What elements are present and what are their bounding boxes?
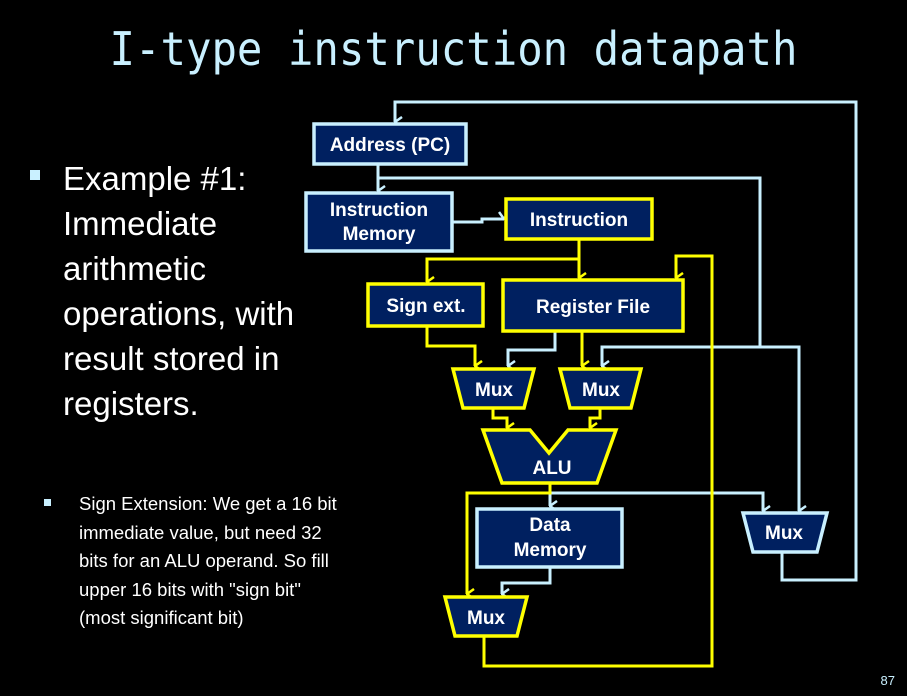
- wire-mux-a-to-alu: [491, 408, 507, 428]
- wire-instr-to-signext: [425, 257, 579, 282]
- register-file-block: Register File: [501, 278, 685, 333]
- mux-a-label: Mux: [475, 380, 513, 401]
- mux-b-block: Mux: [557, 367, 644, 410]
- mux-pc-block: Mux: [740, 511, 830, 554]
- wire-pc-branch-to-mux: [760, 345, 799, 511]
- instruction-block: Instruction: [504, 197, 654, 241]
- wire-signext-to-mux-a: [425, 326, 475, 366]
- page-number: 87: [880, 673, 895, 688]
- register-file-label: Register File: [536, 297, 650, 318]
- imem-label-line1: Instruction: [330, 200, 428, 221]
- alu-block: ALU: [480, 428, 619, 485]
- pc-block: Address (PC): [312, 122, 468, 166]
- instruction-memory-block: Instruction Memory: [304, 191, 454, 253]
- mux-wb-block: Mux: [442, 595, 530, 638]
- inactive-wires: [376, 100, 858, 594]
- mux-a-block: Mux: [450, 367, 537, 410]
- wire-imem-to-instr: [452, 219, 504, 224]
- wire-alu-to-mux-wb: [465, 483, 552, 594]
- sign-ext-block: Sign ext.: [366, 282, 485, 328]
- mux-pc-label: Mux: [765, 523, 803, 544]
- wire-writeback: [482, 254, 714, 668]
- instruction-label: Instruction: [530, 210, 628, 231]
- data-memory-block: Data Memory: [475, 507, 624, 569]
- slide-title: I-type instruction datapath: [109, 22, 798, 76]
- sign-ext-label: Sign ext.: [386, 296, 465, 317]
- bullet-marker-icon: [30, 170, 40, 180]
- imem-label-line2: Memory: [343, 224, 416, 245]
- mux-wb-label: Mux: [467, 608, 505, 629]
- dmem-label-line2: Memory: [514, 540, 587, 561]
- wire-alu-to-mux-pc: [550, 491, 763, 511]
- wire-pc-feedback: [393, 100, 858, 582]
- bullet-marker-icon: [44, 499, 51, 506]
- pc-label: Address (PC): [330, 135, 450, 156]
- active-wires: [425, 239, 714, 668]
- wire-mux-b-to-alu: [588, 408, 602, 428]
- wire-dmem-to-mux-wb: [500, 567, 552, 594]
- mux-b-label: Mux: [582, 380, 620, 401]
- dmem-label-line1: Data: [529, 515, 571, 536]
- sub-bullet-text: Sign Extension: We get a 16 bit immediat…: [79, 493, 337, 628]
- main-bullet-text: Example #1: Immediate arithmetic operati…: [63, 160, 295, 422]
- wire-regfile-to-mux-a: [506, 331, 557, 366]
- alu-label: ALU: [532, 458, 571, 479]
